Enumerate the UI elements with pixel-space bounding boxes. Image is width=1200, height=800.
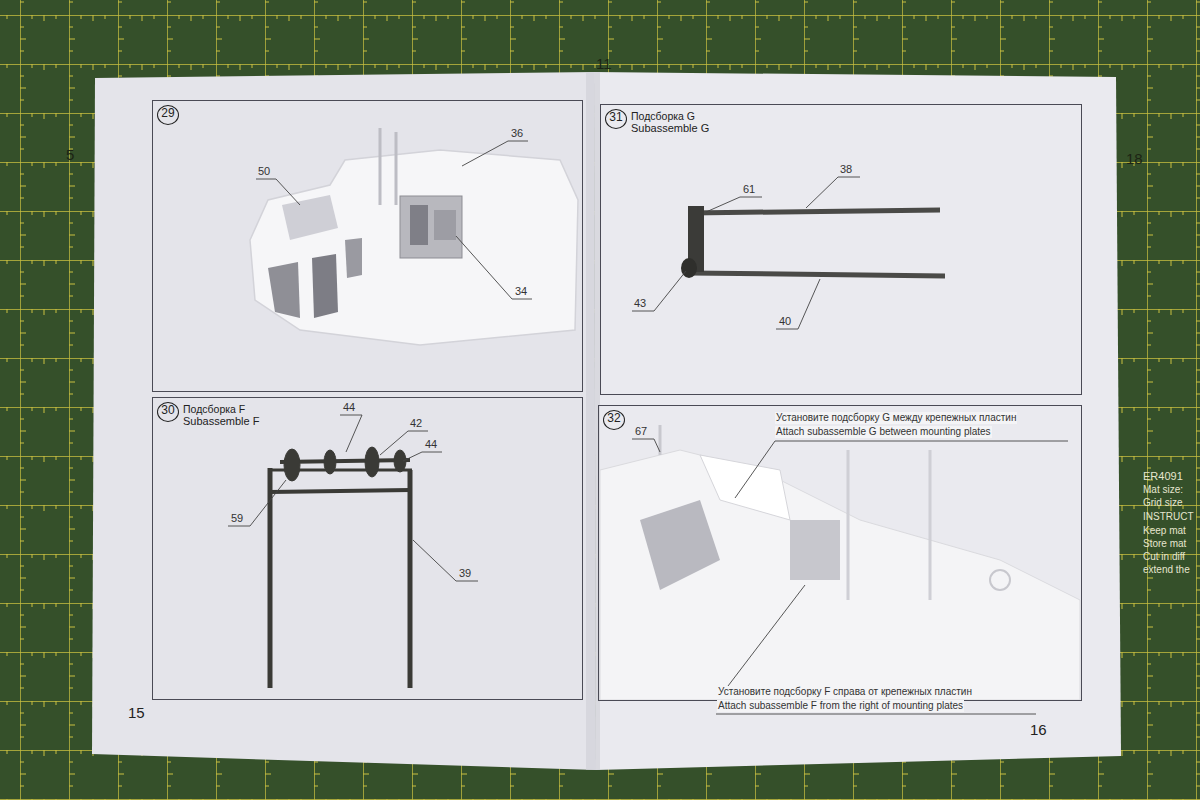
- panel-heading: Подсборка G: [631, 110, 695, 122]
- callout-number: 34: [515, 285, 527, 298]
- hull: [600, 450, 1080, 700]
- frame-leg: [408, 470, 413, 688]
- instruction-text: Установите подсборку G между крепежных п…: [775, 412, 1017, 424]
- assembly-view: [600, 425, 1080, 700]
- engine-detail: [400, 196, 462, 258]
- pole: [379, 128, 382, 205]
- left-page: [92, 72, 596, 770]
- instruction-text: Установите подсборку F справа от крепежн…: [717, 686, 973, 698]
- step-number: 29: [157, 105, 179, 125]
- page-number: 15: [128, 704, 145, 721]
- leader-line: [380, 431, 428, 455]
- mounting-plate: [700, 455, 790, 520]
- frame-leg: [847, 450, 850, 600]
- pole: [395, 132, 398, 205]
- opening: [640, 500, 720, 590]
- instruction-panel: 29: [152, 100, 583, 392]
- mat-print: Mat size:: [1143, 484, 1183, 496]
- engine-detail: [434, 210, 456, 240]
- leader-line: [632, 271, 686, 311]
- callout-number: 38: [840, 163, 852, 176]
- mat-print: ER4091: [1143, 470, 1183, 483]
- instruction-panel: 31 Подсборка GSubassemble G: [600, 104, 1082, 395]
- cab-illustration: [250, 128, 578, 345]
- leader-line: [462, 141, 528, 166]
- mat-print: Grid size: [1143, 497, 1182, 509]
- leader-line: [413, 540, 478, 581]
- cab-window: [312, 254, 338, 318]
- mat-print: extend the: [1143, 564, 1190, 576]
- wheel: [324, 450, 336, 474]
- mat-print: Keep mat: [1143, 525, 1186, 537]
- callout-number: 36: [511, 127, 523, 140]
- wheel: [394, 450, 406, 472]
- instruction-panel: 30 Подсборка FSubassemble F: [152, 397, 583, 700]
- rod: [690, 273, 945, 276]
- engine-detail: [410, 205, 428, 245]
- cab-body: [250, 150, 578, 345]
- leader-line: [340, 415, 362, 452]
- frame-bar: [270, 490, 410, 492]
- right-page: [594, 72, 1121, 770]
- panel-heading: Subassemble G: [631, 122, 709, 134]
- callout-number: 59: [231, 512, 243, 525]
- cab-window: [345, 238, 362, 278]
- wheel: [990, 570, 1010, 590]
- callout-number: 40: [779, 315, 791, 328]
- leader-lines: [228, 141, 1068, 714]
- step-number: 32: [603, 410, 625, 430]
- page-number: 16: [1030, 721, 1047, 738]
- subassembly-g: [681, 206, 945, 278]
- instruction-text: Attach subassemble F from the right of m…: [717, 700, 964, 712]
- panel-heading: Subassemble F: [183, 415, 259, 427]
- callout-number: 67: [635, 425, 647, 438]
- leader-line: [806, 177, 860, 208]
- step-number: 30: [157, 402, 179, 422]
- frame-leg: [929, 450, 932, 600]
- mat-ruler-number: 11: [596, 55, 612, 72]
- mat-ruler-number: 18: [1126, 150, 1143, 167]
- leader-line: [256, 179, 300, 205]
- callout-number: 43: [634, 297, 646, 310]
- callout-number: 61: [743, 183, 755, 196]
- leader-line: [403, 452, 442, 461]
- callout-number: 44: [425, 438, 437, 451]
- pulley: [681, 258, 697, 278]
- leader-line: [456, 236, 532, 299]
- leader-line: [716, 585, 1036, 714]
- panel-heading: Подсборка F: [183, 403, 245, 415]
- wheel: [365, 447, 379, 477]
- leader-line: [228, 480, 286, 526]
- mat-print: INSTRUCT: [1143, 511, 1194, 523]
- instruction-panel: 32: [598, 405, 1082, 701]
- instruction-text: Attach subassemble G between mounting pl…: [775, 426, 992, 438]
- mat-print: Cut in diff: [1143, 551, 1185, 563]
- cab-window: [268, 262, 300, 318]
- mat-ruler-number: 5: [66, 146, 74, 163]
- leader-line: [632, 439, 660, 452]
- mat-print: Store mat: [1143, 538, 1186, 550]
- engine-detail: [790, 520, 840, 580]
- leader-line: [706, 197, 762, 212]
- leader-line: [735, 441, 1068, 498]
- step-number: 31: [605, 109, 627, 129]
- callout-number: 39: [459, 567, 471, 580]
- wheel: [284, 449, 300, 481]
- cab-roof-panel: [282, 195, 338, 240]
- subassembly-f: [268, 447, 412, 688]
- callout-number: 50: [258, 165, 270, 178]
- leader-line: [776, 279, 820, 329]
- callout-number: 42: [410, 417, 422, 430]
- rod: [690, 210, 940, 213]
- callout-number: 44: [343, 401, 355, 414]
